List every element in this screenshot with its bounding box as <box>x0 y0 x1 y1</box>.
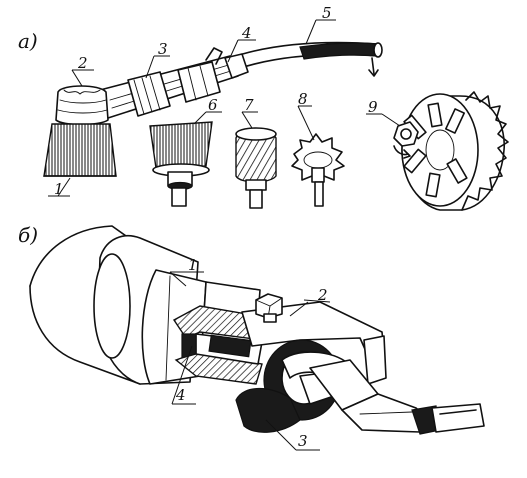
label-a-5: 5 <box>322 4 332 22</box>
flexible-shaft <box>229 41 383 77</box>
toothed-disc-attachment <box>393 91 509 211</box>
leader-lines-b <box>169 271 331 451</box>
brush-head-assembly <box>43 85 117 177</box>
wire-brush-attachment <box>149 121 213 207</box>
label-a-6: 6 <box>208 96 218 114</box>
grinding-stone-attachment <box>235 127 277 209</box>
label-a-9: 9 <box>368 98 378 116</box>
label-b-4: 4 <box>175 386 186 404</box>
leader-lines-a <box>48 19 401 197</box>
label-a-2: 2 <box>77 54 88 72</box>
clamp-bolt <box>241 293 387 385</box>
label-b-2: 2 <box>317 286 328 304</box>
label-b-3: 3 <box>298 432 308 450</box>
panel-a-letter: а) <box>18 29 38 53</box>
label-a-4: 4 <box>241 24 252 42</box>
blade-strip <box>309 359 485 435</box>
handle <box>99 47 249 119</box>
panel-a: а) <box>18 4 509 211</box>
label-a-8: 8 <box>298 90 308 108</box>
label-a-1: 1 <box>54 180 64 198</box>
panel-b: б) <box>18 223 485 451</box>
label-a-7: 7 <box>244 96 254 114</box>
label-a-3: 3 <box>158 40 168 58</box>
star-cutter-attachment <box>291 133 345 207</box>
label-b-1: 1 <box>188 256 198 274</box>
panel-b-letter: б) <box>18 223 38 247</box>
